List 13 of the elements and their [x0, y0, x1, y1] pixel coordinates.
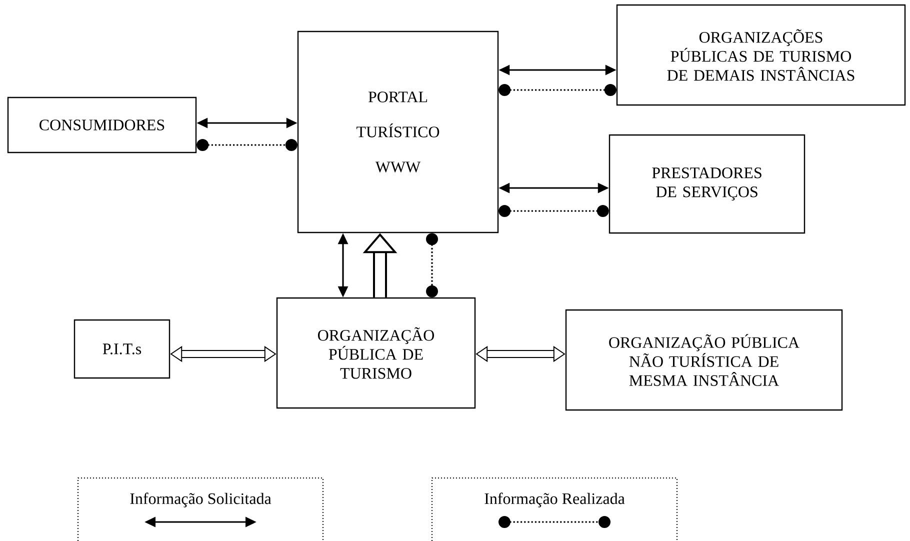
box: PORTAL TURÍSTICO WWW: [297, 30, 499, 234]
box: ORGANIZAÇÕES PÚBLICAS DE TURISMO DE DEMAIS INSTÂNCIAS: [616, 4, 906, 106]
legend-label: Informação Solicitada: [130, 492, 272, 508]
box: ORGANIZAÇÃO PÚBLICA NÃO TURÍSTICA DE MESMA INSTÂNCIA: [565, 309, 843, 411]
dotted-connector: [498, 205, 609, 217]
dotted-connector: [498, 84, 616, 96]
dotted-connector: [196, 139, 298, 151]
legend-label: Informação Realizada: [484, 492, 625, 508]
box: PRESTADORES DE SERVIÇOS: [608, 134, 806, 234]
box: ORGANIZAÇÃO PÚBLICA DE TURISMO: [276, 297, 476, 409]
box: P.I.T.s: [74, 319, 170, 379]
box: CONSUMIDORES: [7, 96, 197, 154]
dotted-connector: [426, 233, 438, 298]
